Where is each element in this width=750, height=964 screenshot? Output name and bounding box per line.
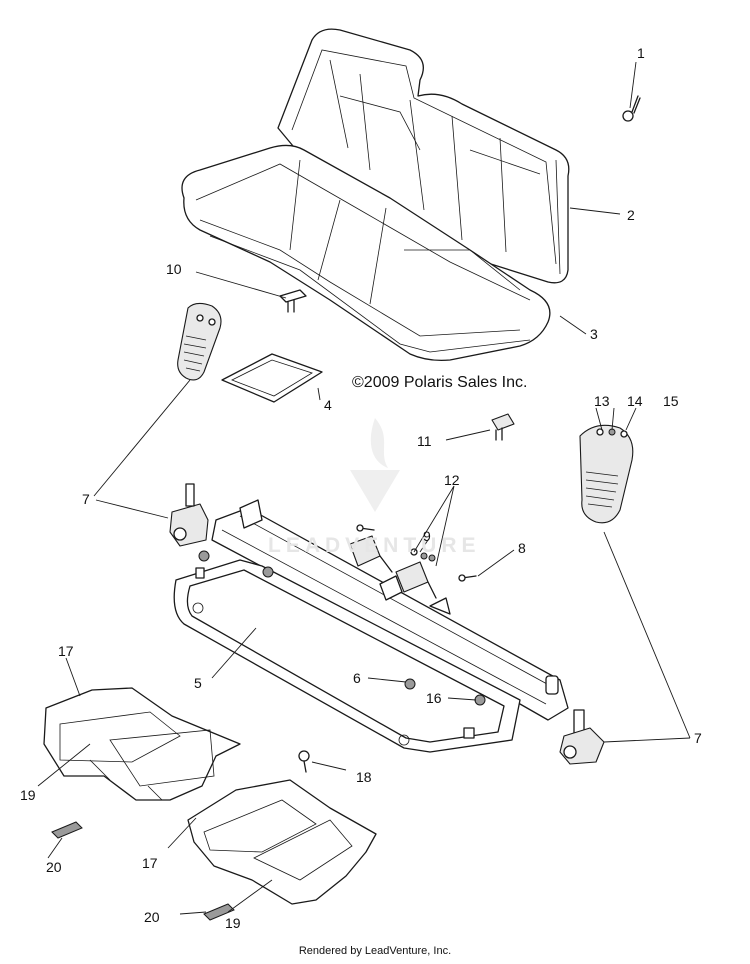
callout-20-bottom[interactable]: 20 <box>144 909 160 925</box>
callout-18[interactable]: 18 <box>356 769 372 785</box>
footer-credit: Rendered by LeadVenture, Inc. <box>298 945 452 957</box>
seat-base-frame[interactable] <box>173 559 521 753</box>
callout-6[interactable]: 6 <box>353 670 361 686</box>
clip-part[interactable] <box>279 289 307 313</box>
callout-8[interactable]: 8 <box>518 540 526 556</box>
callout-19-bottom[interactable]: 19 <box>225 915 241 931</box>
label-decal[interactable] <box>51 821 235 921</box>
callout-12[interactable]: 12 <box>444 472 460 488</box>
storage-bin-right[interactable] <box>187 779 377 905</box>
callout-15[interactable]: 15 <box>663 393 679 409</box>
seat-latch-right[interactable] <box>559 709 691 765</box>
callout-3[interactable]: 3 <box>590 326 598 342</box>
seat-latch-spring-left[interactable] <box>93 302 222 497</box>
seat-back[interactable] <box>277 28 570 284</box>
callout-5[interactable]: 5 <box>194 675 202 691</box>
seat-latch-spring-right[interactable] <box>579 424 691 739</box>
push-fastener[interactable] <box>298 750 347 773</box>
seat-cushion[interactable] <box>181 144 551 362</box>
callout-2[interactable]: 2 <box>627 207 635 223</box>
callout-11[interactable]: 11 <box>417 433 432 449</box>
callout-14[interactable]: 14 <box>627 393 643 409</box>
callout-10[interactable]: 10 <box>166 261 182 277</box>
callout-20-top[interactable]: 20 <box>46 859 62 875</box>
callout-leaders <box>37 61 637 915</box>
callout-1[interactable]: 1 <box>637 45 645 61</box>
seat-latch-left[interactable] <box>95 483 209 547</box>
callout-16[interactable]: 16 <box>426 690 442 706</box>
storage-bin-left[interactable] <box>43 687 241 801</box>
watermark-logo <box>350 418 400 512</box>
callout-4[interactable]: 4 <box>324 397 332 413</box>
trim-clip[interactable] <box>491 413 515 441</box>
watermark-text: LEADVENTURE <box>268 534 481 557</box>
callout-17-top[interactable]: 17 <box>58 643 74 659</box>
callout-9[interactable]: 9 <box>423 528 431 544</box>
copyright-text: ©2009 Polaris Sales Inc. <box>352 374 528 391</box>
callout-17-bottom[interactable]: 17 <box>142 855 158 871</box>
screw-part[interactable] <box>622 95 641 122</box>
foam-pad[interactable] <box>221 353 323 403</box>
nut-part[interactable] <box>198 550 486 706</box>
callout-7-left[interactable]: 7 <box>82 491 90 507</box>
callout-7-right[interactable]: 7 <box>694 730 702 746</box>
seat-belt-buckles[interactable] <box>349 535 437 599</box>
bolt-and-washers[interactable] <box>356 524 477 582</box>
callout-13[interactable]: 13 <box>594 393 610 409</box>
seat-frame-rail[interactable] <box>211 499 569 721</box>
callout-19-top[interactable]: 19 <box>20 787 36 803</box>
